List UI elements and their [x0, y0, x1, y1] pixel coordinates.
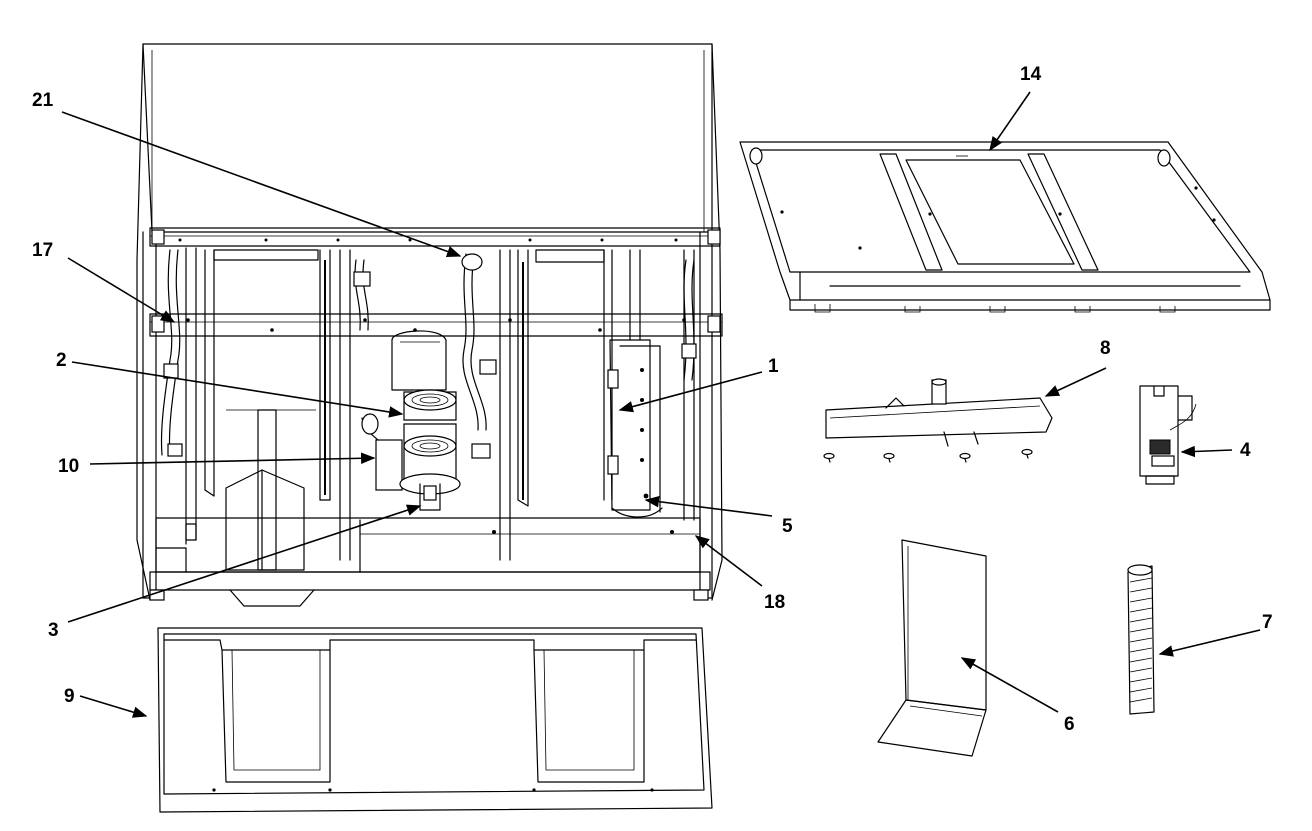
callout-2: 2 [56, 350, 67, 371]
callout-17: 17 [32, 240, 53, 261]
callout-5: 5 [782, 516, 793, 537]
callout-9: 9 [64, 686, 75, 707]
callout-8: 8 [1100, 338, 1111, 359]
top-cover-frame [739, 141, 1271, 313]
callout-3: 3 [48, 620, 59, 641]
callout-21: 21 [32, 90, 54, 111]
water-curtain [877, 539, 987, 757]
water-distribution-tube [823, 378, 1053, 463]
ice-machine-cabinet [136, 43, 723, 607]
drip-pan [157, 627, 713, 813]
control-switch-bracket [1139, 385, 1197, 485]
callout-leaders [61, 91, 1261, 718]
callout-4: 4 [1240, 440, 1251, 461]
curtain-spring [1127, 564, 1155, 715]
callout-14: 14 [1020, 64, 1042, 85]
callout-1: 1 [768, 356, 779, 377]
callout-18: 18 [764, 592, 785, 613]
callout-7: 7 [1262, 612, 1273, 633]
callout-labels: 21 17 2 10 3 9 14 8 1 4 5 18 6 7 [32, 64, 1273, 735]
callout-10: 10 [58, 456, 79, 477]
callout-6: 6 [1064, 714, 1075, 735]
